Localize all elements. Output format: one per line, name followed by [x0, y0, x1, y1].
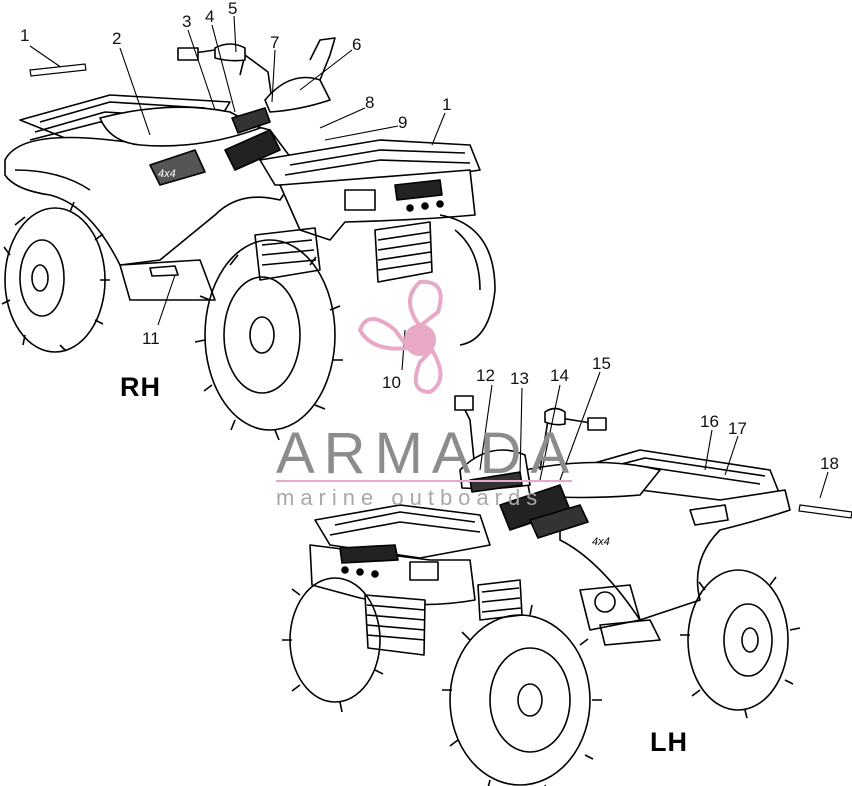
view-label-lh: LH: [650, 727, 688, 757]
watermark-divider: [276, 480, 572, 482]
view-label-rh: RH: [120, 372, 161, 402]
callout-2: 2: [112, 29, 122, 48]
callout-12: 12: [476, 366, 495, 385]
watermark-propeller: [357, 279, 443, 395]
callout-5: 5: [228, 0, 238, 18]
callout-7: 7: [270, 33, 280, 52]
decal-strips: [29, 63, 852, 519]
watermark-tagline: marine outboards: [276, 485, 544, 510]
callout-10: 10: [382, 373, 401, 392]
callout-8: 8: [365, 93, 375, 112]
callout-4: 4: [205, 7, 215, 26]
callout-18: 18: [820, 454, 839, 473]
callout-1-rh-front: 1: [442, 95, 452, 114]
callout-6: 6: [352, 35, 362, 54]
leader-lines: [29, 15, 829, 499]
callout-16: 16: [700, 412, 719, 431]
callout-1-rh-rear: 1: [20, 26, 30, 45]
watermark-brand: ARMADA: [276, 421, 579, 486]
callout-9: 9: [398, 113, 408, 132]
svg-text:4x4: 4x4: [592, 536, 610, 548]
callout-11: 11: [142, 329, 160, 348]
atv-rh-drawing: 4x4: [1, 37, 496, 441]
callout-13: 13: [510, 369, 529, 388]
callout-17: 17: [728, 419, 747, 438]
svg-text:4x4: 4x4: [158, 168, 176, 180]
atv-lh-drawing: 4x4: [282, 395, 801, 786]
callout-14: 14: [550, 366, 569, 385]
callout-15: 15: [592, 354, 611, 373]
callout-3: 3: [182, 12, 192, 31]
